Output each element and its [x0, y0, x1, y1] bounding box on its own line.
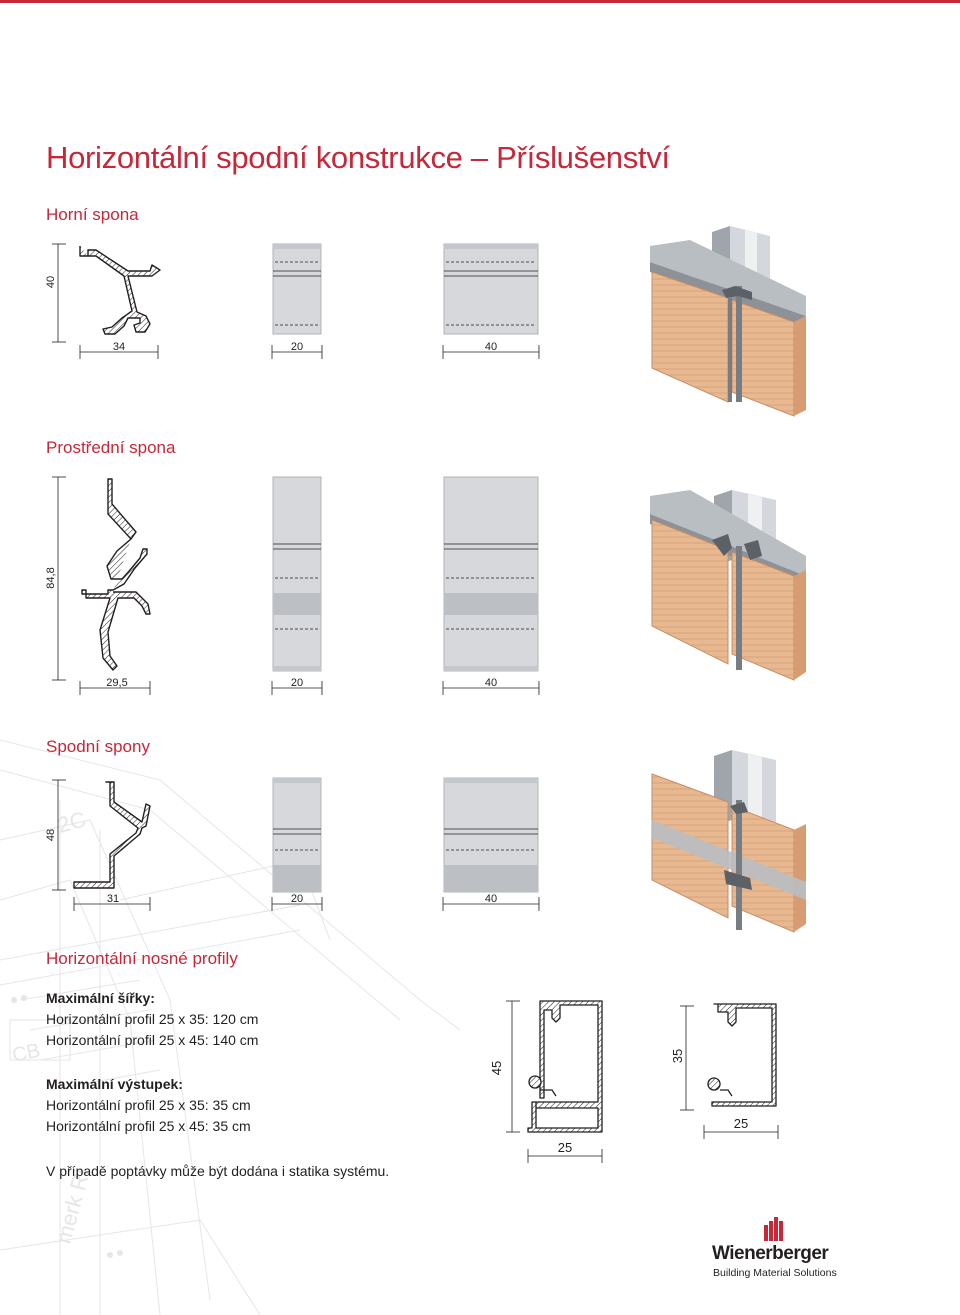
profile-25x35-drawing [680, 1003, 779, 1139]
logo-name: Wienerberger [712, 1243, 829, 1264]
dim-width-20-bottom: 20 [291, 893, 303, 905]
spodni-spony-front-20 [271, 777, 323, 911]
max-overhang-label: Maximální výstupek: [46, 1076, 183, 1092]
prostredni-spona-profile-drawing [52, 476, 151, 695]
horni-spona-3d-illustration [650, 226, 806, 417]
dim-width-20-middle: 20 [291, 677, 303, 689]
statics-note: V případě poptávky může být dodána i sta… [46, 1163, 390, 1179]
spodni-spony-front-40 [442, 777, 540, 911]
max-width-line-2: Horizontální profil 25 x 45: 140 cm [46, 1032, 259, 1048]
dim-width-29-5: 29,5 [106, 677, 127, 689]
profile-25x45-drawing [506, 1000, 603, 1163]
dim-width-25-a: 25 [558, 1140, 572, 1155]
section-title-horni-spona: Horní spona [46, 205, 139, 224]
dim-height-48: 48 [45, 829, 57, 841]
section-title-nosne-profily: Horizontální nosné profily [46, 949, 238, 968]
max-overhang-line-1: Horizontální profil 25 x 35: 35 cm [46, 1097, 251, 1113]
dim-height-84-8: 84,8 [45, 567, 57, 588]
dim-width-20-top: 20 [291, 341, 303, 353]
spodni-spony-3d-illustration [651, 750, 806, 933]
horni-spona-profile-drawing [52, 243, 161, 359]
dim-width-40-top: 40 [485, 341, 497, 353]
max-width-label: Maximální šířky: [46, 990, 155, 1006]
spodni-spony-profile-drawing [52, 779, 151, 911]
dim-height-45: 45 [489, 1061, 504, 1075]
max-width-line-1: Horizontální profil 25 x 35: 120 cm [46, 1011, 259, 1027]
logo-tagline: Building Material Solutions [713, 1267, 837, 1279]
section-title-spodni-spony: Spodní spony [46, 737, 150, 756]
horni-spona-front-40 [442, 243, 540, 359]
dim-width-25-b: 25 [734, 1116, 748, 1131]
prostredni-spona-front-20 [271, 476, 323, 695]
max-overhang-line-2: Horizontální profil 25 x 45: 35 cm [46, 1118, 251, 1134]
dim-width-34: 34 [113, 341, 125, 353]
dim-height-40: 40 [45, 276, 57, 288]
prostredni-spona-3d-illustration [650, 490, 806, 681]
section-title-prostredni-spona: Prostřední spona [46, 438, 176, 457]
dim-height-35: 35 [670, 1049, 685, 1063]
prostredni-spona-front-40 [442, 476, 540, 695]
dim-width-40-bottom: 40 [485, 893, 497, 905]
dim-width-31: 31 [107, 893, 119, 905]
horni-spona-front-20 [271, 243, 323, 359]
dim-width-40-middle: 40 [485, 677, 497, 689]
wienerberger-logo-mark [764, 1217, 783, 1241]
page-title: Horizontální spodní konstrukce – Přísluš… [46, 140, 670, 175]
top-accent-line [0, 0, 960, 3]
